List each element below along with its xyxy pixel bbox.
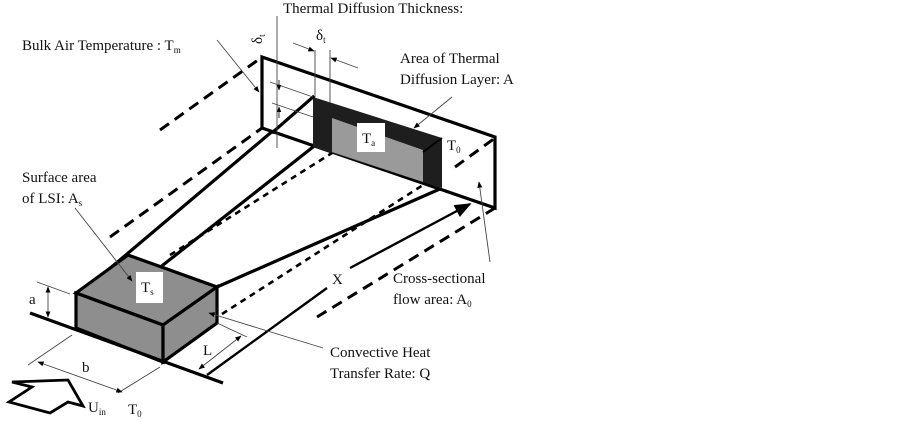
ts-label: Ts <box>141 280 154 297</box>
top-left-dashed-line <box>159 58 259 132</box>
b-dimension: b <box>27 334 161 394</box>
panel-corner-line <box>270 94 316 135</box>
bulk-air-label: Bulk Air Temperature : Tm <box>22 38 181 55</box>
cross-section-callout: Cross-sectional flow area: A0 <box>393 181 491 309</box>
surface-area-leader <box>74 207 133 282</box>
bulk-air-leader <box>216 39 260 93</box>
area-layer-leader <box>413 96 453 129</box>
left-dashed-line <box>109 126 263 239</box>
a-extension <box>36 281 71 295</box>
a-dim-label: a <box>29 292 36 308</box>
dotted-line-upper <box>169 151 333 257</box>
b-dim-line <box>37 361 123 393</box>
area-layer-line1: Area of Thermal <box>400 51 500 67</box>
delta-extension-top <box>269 81 314 98</box>
convective-leader <box>208 312 324 349</box>
l-dimension: L <box>198 322 248 370</box>
lsi-block: Ts <box>72 253 221 366</box>
layer-edge <box>422 137 443 153</box>
x-dim-line-lower <box>206 287 328 376</box>
b-extension-right <box>117 366 161 394</box>
solid-line-mid <box>160 144 316 268</box>
cross-section-line2: flow area: A0 <box>393 292 472 309</box>
surface-area-line1: Surface area <box>22 170 97 186</box>
cross-section-panel: Ta T0 <box>260 54 497 211</box>
cross-section-line1: Cross-sectional <box>393 271 485 287</box>
b-dim-label: b <box>82 360 90 376</box>
delta-extension-bottom <box>271 102 314 118</box>
surface-area-line2: of LSI: As <box>22 191 83 208</box>
ts-label-box <box>136 272 163 303</box>
solid-line-right <box>214 185 445 290</box>
ta-label: Ta <box>362 131 375 148</box>
ta-label-box <box>357 123 385 152</box>
dotted-line-lower <box>221 183 424 316</box>
convective-callout: Convective Heat Transfer Rate: Q <box>208 312 431 382</box>
t0-outlet-label: T0 <box>447 138 461 155</box>
panel-dashed-line <box>454 136 496 169</box>
surface-area-callout: Surface area of LSI: As <box>22 170 133 282</box>
l-dim-label: L <box>203 343 212 359</box>
convective-line2: Transfer Rate: Q <box>330 366 430 382</box>
bulk-air-callout: Bulk Air Temperature : Tm <box>22 38 260 93</box>
area-layer-line2: Diffusion Layer: A <box>400 72 514 88</box>
a-dimension: a <box>29 281 71 318</box>
t0-inlet-label: T0 <box>128 402 142 419</box>
l-extension <box>216 322 248 338</box>
u-in-label: Uin <box>88 400 106 417</box>
delta-t-arrow-right <box>330 57 359 69</box>
area-layer-callout: Area of Thermal Diffusion Layer: A <box>400 51 514 129</box>
ground-line <box>29 311 224 385</box>
l-dim-line <box>198 335 242 370</box>
x-dim-label: X <box>332 272 343 288</box>
thermal-thickness-dimensions: Thermal Diffusion Thickness: δt δt <box>250 1 463 148</box>
b-extension-left <box>27 334 73 366</box>
delta-t-label: δt <box>316 28 326 45</box>
convective-line1: Convective Heat <box>330 345 431 361</box>
delta-t-arrow-left <box>292 42 315 52</box>
inflow-arrow-icon <box>5 378 86 415</box>
delta-rotated-label: δt <box>250 34 267 44</box>
cross-section-leader <box>477 181 491 263</box>
x-dim-line-upper <box>349 202 472 270</box>
thermal-thickness-title: Thermal Diffusion Thickness: <box>283 1 463 17</box>
